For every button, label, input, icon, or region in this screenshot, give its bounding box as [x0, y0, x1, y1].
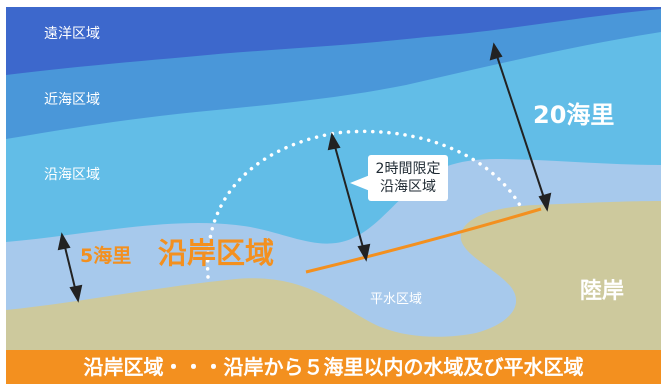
sea-area-diagram: 遠洋区域 近海区域 沿海区域 平水区域 20海里 陸岸 5海里 沿岸区域 2時間… — [6, 7, 661, 384]
coastal-zone-label: 沿海区域 — [44, 167, 100, 183]
smooth-water-zone-label: 平水区域 — [370, 292, 423, 307]
near-sea-zone-label: 近海区域 — [44, 92, 100, 108]
land-label: 陸岸 — [580, 279, 625, 304]
twenty-nm-label: 20海里 — [533, 101, 615, 129]
footer-banner: 沿岸区域・・・沿岸から５海里以内の水域及び平水区域 — [6, 350, 661, 384]
coastal-zone-title: 沿岸区域 — [158, 236, 275, 270]
five-nm-label: 5海里 — [80, 245, 132, 267]
twenty-nm-arrowhead-bottom — [538, 192, 552, 212]
callout-pointer — [350, 175, 370, 191]
callout-line-1: 2時間限定 — [375, 161, 441, 177]
diagram-graphic — [6, 7, 661, 350]
two-hour-arrow — [333, 142, 365, 252]
two-hour-arrowhead-bottom — [357, 243, 371, 262]
five-nm-arrowhead-bottom — [69, 284, 83, 303]
five-nm-arrowhead-top — [57, 232, 71, 251]
land-area — [6, 201, 661, 350]
two-hour-arrowhead-top — [327, 132, 341, 151]
five-nm-boundary-line — [305, 207, 542, 274]
twenty-nm-arrowhead-top — [489, 42, 503, 61]
five-nm-arrow — [63, 242, 77, 293]
footer-text: 沿岸区域・・・沿岸から５海里以内の水域及び平水区域 — [83, 355, 584, 379]
offshore-band — [6, 7, 661, 75]
callout-line-2: 沿海区域 — [380, 179, 436, 195]
two-hour-callout: 2時間限定 沿海区域 — [368, 155, 448, 201]
twenty-nm-arrow — [495, 52, 546, 202]
offshore-zone-label: 遠洋区域 — [44, 26, 100, 42]
